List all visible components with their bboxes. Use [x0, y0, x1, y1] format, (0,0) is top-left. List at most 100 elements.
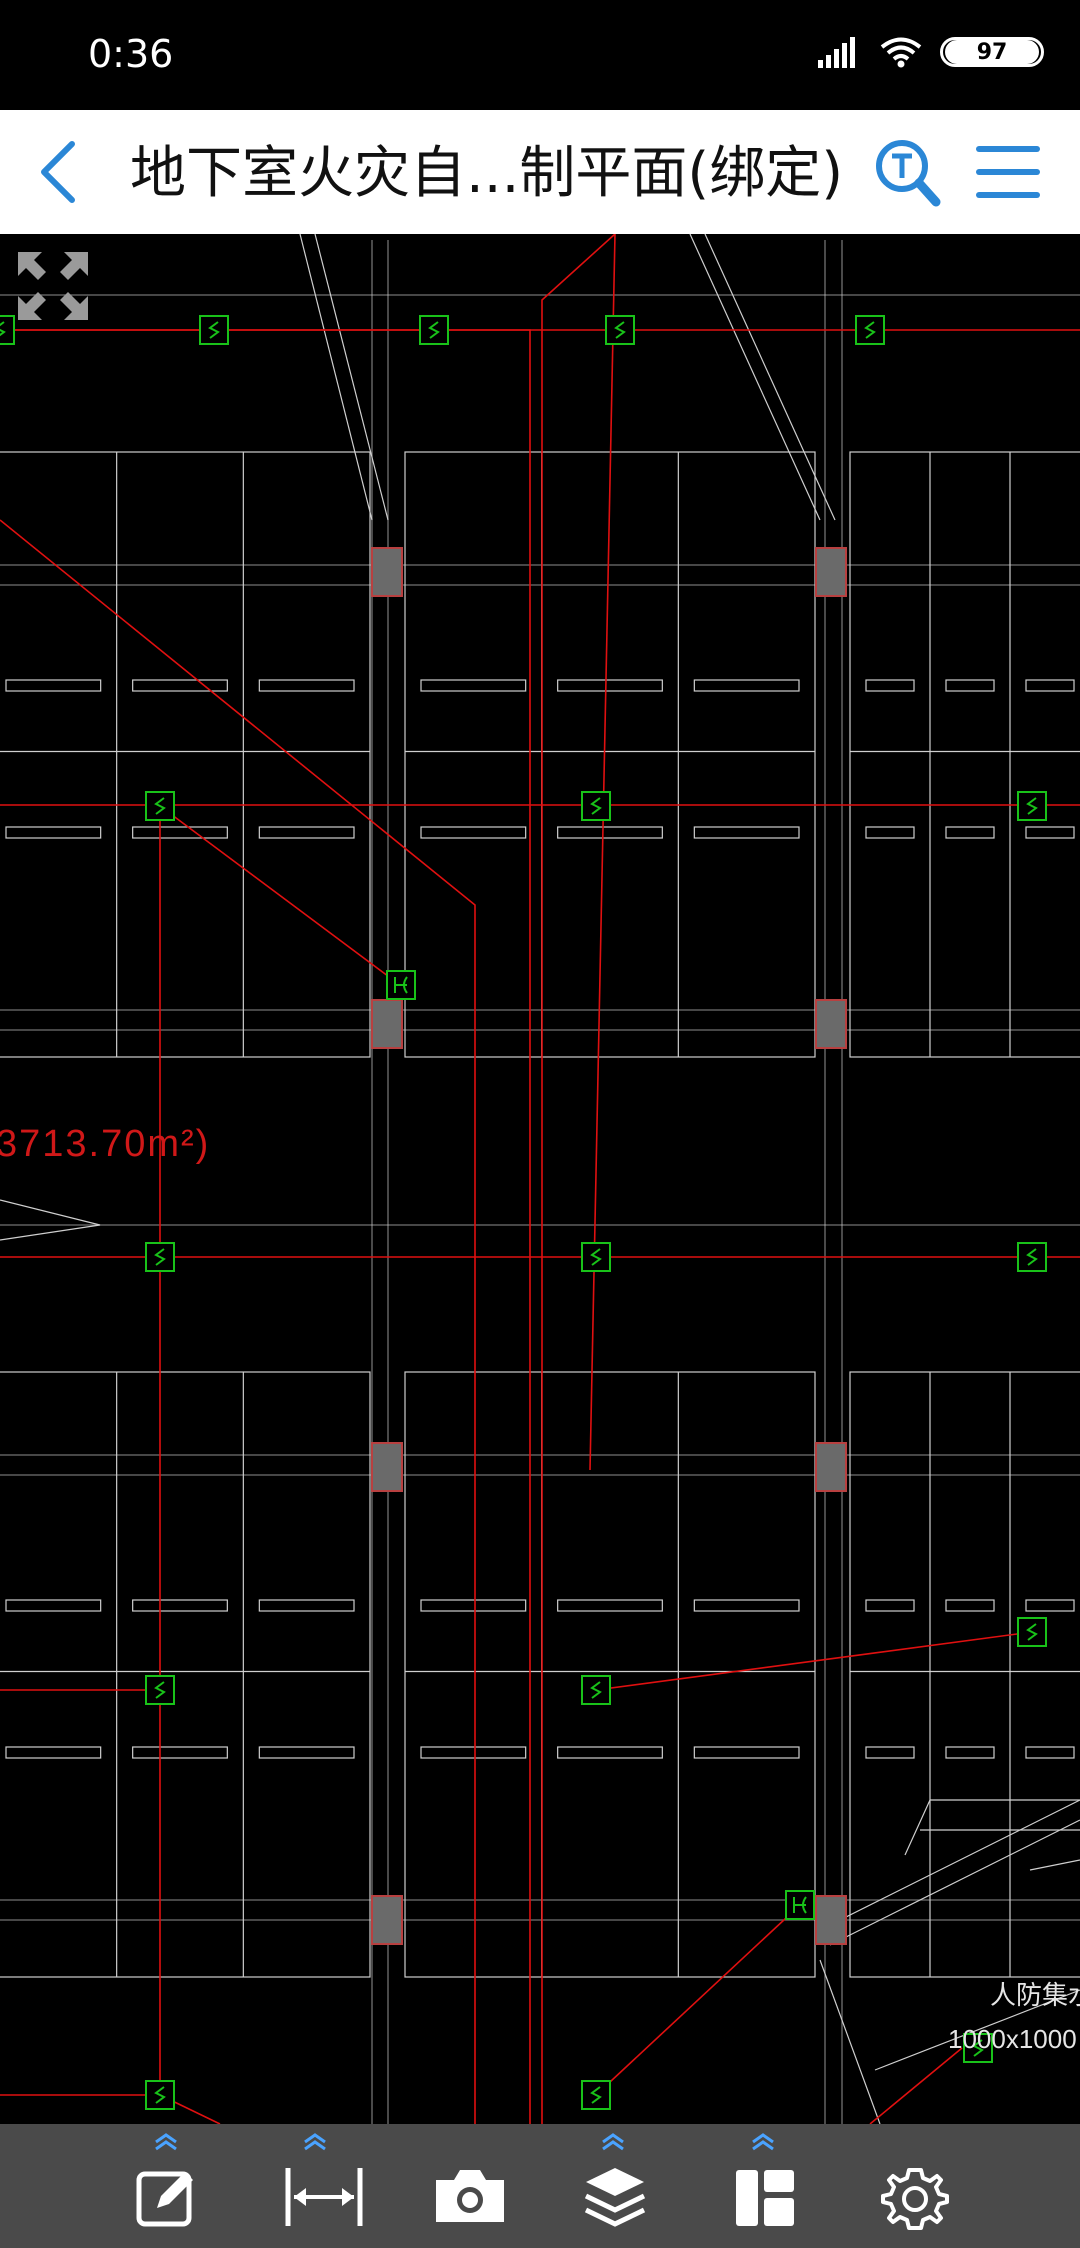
app-header: 地下室火灾自...制平面(绑定) — [0, 110, 1080, 234]
heat-detector — [386, 970, 416, 1000]
ramp-line — [819, 1959, 881, 2124]
settings-icon — [881, 2168, 949, 2230]
hamburger-menu-icon — [976, 146, 1040, 198]
smoke-detector — [581, 1675, 611, 1705]
column — [815, 547, 847, 597]
wheel-stop — [420, 1746, 527, 1759]
column — [371, 1442, 403, 1492]
column — [815, 1895, 847, 1945]
layout-icon — [736, 2170, 794, 2226]
smoke-detector — [1017, 1242, 1047, 1272]
wheel-stop — [5, 1599, 102, 1612]
ramp-line — [689, 234, 821, 521]
layout-tool-button[interactable] — [710, 2124, 820, 2248]
wheel-stop — [945, 826, 995, 839]
wheel-stop — [132, 1599, 228, 1612]
wire-run — [0, 329, 531, 2124]
settings-tool-button[interactable] — [858, 2124, 968, 2248]
structural-columns — [371, 547, 847, 1945]
wheel-stop — [132, 1746, 228, 1759]
wheel-stop — [865, 1599, 915, 1612]
wheel-stop — [258, 679, 355, 692]
wheel-stop — [945, 679, 995, 692]
wheel-stop — [420, 826, 527, 839]
wire-run — [589, 234, 616, 1471]
bottom-toolbar — [0, 2124, 1080, 2248]
smoke-detector — [581, 791, 611, 821]
smoke-detector — [145, 791, 175, 821]
column — [815, 999, 847, 1049]
edit-icon — [136, 2171, 193, 2227]
wheel-stop — [1025, 679, 1075, 692]
parking-block — [849, 1371, 1080, 1978]
wire-run — [595, 1904, 801, 2096]
ramp-line — [1029, 1859, 1080, 1871]
column — [371, 547, 403, 597]
wire-run — [0, 519, 476, 2124]
smoke-detector — [1017, 1617, 1047, 1647]
grid-lines — [0, 234, 1080, 2124]
measure-icon — [285, 2168, 363, 2226]
smoke-detector — [581, 2080, 611, 2110]
wheel-stop — [865, 1746, 915, 1759]
wheel-stop — [1025, 1599, 1075, 1612]
wheel-stop — [5, 826, 102, 839]
wire-run — [595, 1631, 1033, 1691]
smoke-detector — [199, 315, 229, 345]
wheel-stop — [557, 1599, 663, 1612]
ramp-line — [874, 1989, 1080, 2071]
parking-block — [404, 451, 816, 1058]
wheel-stop — [865, 679, 915, 692]
ramp-line — [819, 1799, 1080, 1931]
expand-up-icon — [304, 2133, 326, 2151]
cad-drawing-canvas[interactable]: 3713.70m²) 人防集水井 1000x1000 — [0, 234, 1080, 2124]
smoke-detector — [145, 2080, 175, 2110]
measure-tool-button[interactable] — [262, 2124, 372, 2248]
wheel-stop — [258, 826, 355, 839]
battery-icon: 97 — [940, 37, 1044, 67]
heat-detector — [785, 1890, 815, 1920]
parking-block — [404, 1371, 816, 1978]
smoke-detector — [605, 315, 635, 345]
wheel-stop — [258, 1599, 355, 1612]
smoke-detector — [419, 315, 449, 345]
wheel-stop — [132, 826, 228, 839]
pump-pit-label: 人防集水井 — [990, 1980, 1080, 2010]
text-search-button[interactable] — [872, 136, 942, 210]
arrow-outline — [0, 1199, 101, 1241]
expand-up-icon — [155, 2133, 177, 2151]
ramp-line — [314, 234, 389, 521]
layers-tool-button[interactable] — [560, 2124, 670, 2248]
wheel-stop — [1025, 1746, 1075, 1759]
wheel-stop — [420, 1599, 527, 1612]
column — [371, 1895, 403, 1945]
camera-tool-button[interactable] — [410, 2124, 520, 2248]
smoke-detector — [855, 315, 885, 345]
layers-icon — [584, 2168, 646, 2227]
wheel-stop — [258, 1746, 355, 1759]
smoke-detector — [0, 315, 15, 345]
back-button[interactable] — [30, 138, 90, 206]
wheel-stop — [693, 1746, 800, 1759]
wire-run — [159, 805, 401, 986]
ramp-line — [299, 234, 373, 521]
signal-icon — [818, 37, 855, 68]
fullscreen-button[interactable] — [14, 248, 92, 324]
column — [371, 999, 403, 1049]
wheel-stop — [5, 679, 102, 692]
wheel-stop — [557, 1746, 663, 1759]
menu-button[interactable] — [972, 138, 1044, 206]
wheel-stop — [557, 679, 663, 692]
parking-block — [849, 451, 1080, 1058]
smoke-detector — [963, 2033, 993, 2063]
edit-tool-button[interactable] — [113, 2124, 223, 2248]
wiring-lines — [0, 234, 1080, 2124]
page-title: 地下室火灾自...制平面(绑定) — [130, 141, 844, 206]
ramp-line — [704, 234, 836, 521]
wheel-stop — [132, 679, 228, 692]
wheel-stop — [5, 1746, 102, 1759]
wheel-stop — [945, 1746, 995, 1759]
expand-up-icon — [752, 2133, 774, 2151]
wheel-stop — [420, 679, 527, 692]
text-search-icon — [876, 140, 941, 207]
